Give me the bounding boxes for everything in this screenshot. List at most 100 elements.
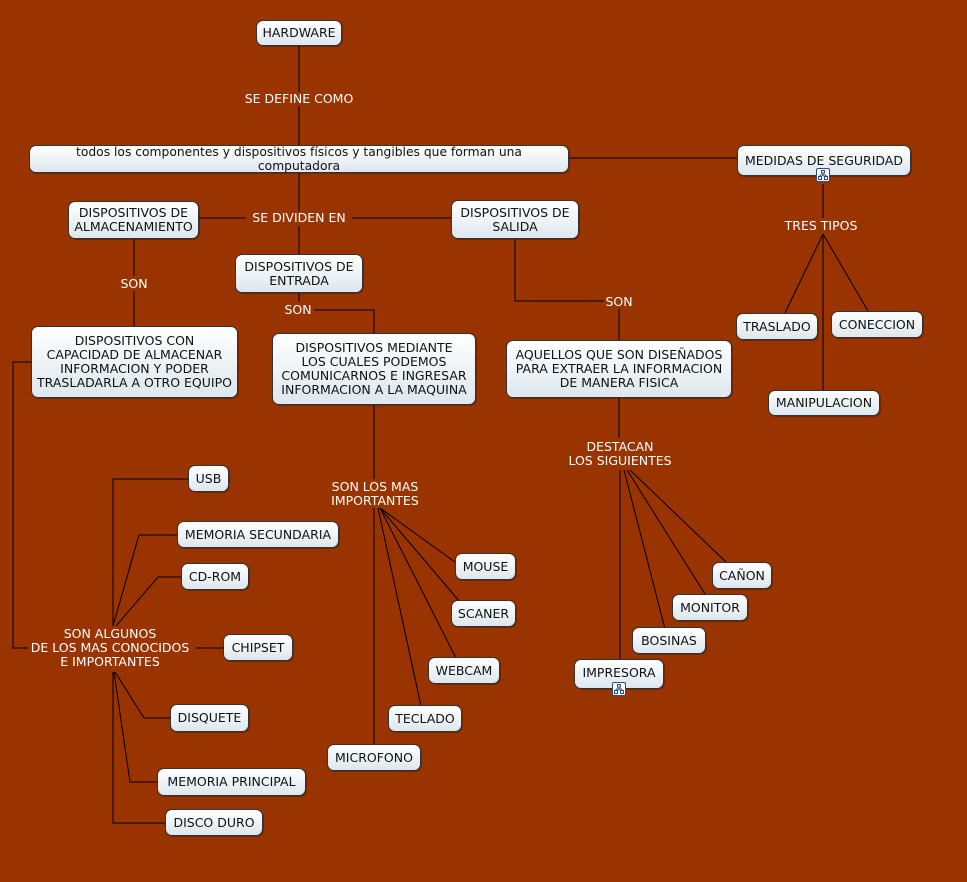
node-chipset[interactable]: CHIPSET	[223, 634, 293, 661]
node-memoria-principal-text: MEMORIA PRINCIPAL	[167, 774, 296, 789]
node-memoria-secundaria-text: MEMORIA SECUNDARIA	[184, 526, 332, 542]
node-impresora[interactable]: IMPRESORA	[574, 659, 664, 689]
node-almacenamiento-line: DISPOSITIVOS DE	[78, 205, 189, 220]
link-salida-son	[514, 239, 604, 302]
concept-map-icon[interactable]	[816, 168, 830, 182]
node-memoria-secundaria[interactable]: MEMORIA SECUNDARIA	[177, 521, 339, 548]
node-manipulacion[interactable]: MANIPULACION	[768, 390, 880, 416]
label-son-algunos-line: E IMPORTANTES	[60, 654, 160, 669]
label-destacan-line: LOS SIGUIENTES	[568, 453, 672, 468]
node-coneccion-text: CONECCION	[838, 316, 916, 332]
link-usb	[112, 478, 188, 626]
link-webcam	[379, 507, 457, 659]
link-scaner	[379, 507, 461, 603]
concept-map-icon-glyph	[818, 170, 828, 180]
label-son-salida: SON	[605, 294, 633, 309]
node-entrada-desc-line: COMUNICARNOS E INGRESAR	[281, 368, 467, 383]
link-monitor	[626, 469, 706, 595]
node-microfono[interactable]: MICROFONO	[327, 744, 421, 771]
node-definicion-text: todos los componentes y dispositivos fís…	[76, 145, 522, 173]
node-manipulacion-text: MANIPULACION	[775, 395, 873, 410]
node-mouse-text: MOUSE	[462, 558, 509, 574]
node-coneccion[interactable]: CONECCION	[831, 311, 923, 338]
node-bosinas-text: BOSINAS	[641, 632, 697, 648]
link-traslado	[784, 233, 824, 314]
link-coneccion	[822, 233, 869, 312]
label-son-almacenamiento: SON	[120, 276, 148, 291]
node-entrada-desc-line: LOS CUALES PODEMOS	[301, 354, 447, 369]
label-se-define-como: SE DEFINE COMO	[244, 91, 354, 106]
link-disco	[112, 672, 165, 824]
node-salida-desc-line: AQUELLOS QUE SON DISEÑADOS	[515, 347, 723, 362]
node-disquete[interactable]: DISQUETE	[170, 704, 249, 732]
label-tres-tipos: TRES TIPOS	[784, 218, 858, 233]
node-almac-desc-line: CAPACIDAD DE ALMACENAR	[46, 347, 223, 362]
label-son-entrada: SON	[284, 302, 312, 317]
link-mouse	[379, 507, 456, 563]
node-teclado[interactable]: TECLADO	[388, 705, 462, 732]
node-scaner[interactable]: SCANER	[451, 600, 516, 627]
node-memoria-principal[interactable]: MEMORIA PRINCIPAL	[157, 768, 306, 796]
node-traslado[interactable]: TRASLADO	[736, 313, 818, 340]
node-bosinas[interactable]: BOSINAS	[632, 627, 706, 654]
node-teclado-text: TECLADO	[395, 710, 455, 726]
node-entrada-line: DISPOSITIVOS DE	[244, 258, 354, 274]
node-traslado-text: TRASLADO	[743, 318, 811, 334]
label-son-los-mas-line: SON LOS MAS	[331, 479, 419, 494]
node-usb[interactable]: USB	[188, 465, 229, 492]
node-monitor[interactable]: MONITOR	[672, 594, 748, 621]
node-hardware[interactable]: HARDWARE	[256, 20, 342, 46]
label-son-algunos-line: SON ALGUNOS	[63, 626, 157, 641]
node-scaner-text: SCANER	[457, 605, 510, 621]
link-canon	[629, 469, 728, 564]
node-definicion[interactable]: todos los componentes y dispositivos fís…	[29, 145, 569, 173]
node-almac-desc-line: DISPOSITIVOS CON	[74, 333, 195, 348]
node-usb-text: USB	[195, 470, 222, 486]
node-microfono-text: MICROFONO	[335, 749, 413, 765]
link-mempri	[113, 671, 157, 783]
node-monitor-text: MONITOR	[680, 599, 740, 615]
node-entrada-desc-line: DISPOSITIVOS MEDIANTE	[295, 340, 453, 355]
node-almac-desc-line: TRASLADARLA A OTRO EQUIPO	[37, 375, 232, 390]
node-disco-duro-text: DISCO DURO	[173, 814, 255, 830]
node-canon[interactable]: CAÑON	[712, 562, 772, 589]
node-seguridad-text: MEDIDAS DE SEGURIDAD	[745, 152, 903, 168]
label-son-algunos-line: DE LOS MAS CONOCIDOS	[30, 640, 190, 655]
node-almacenamiento-line: ALMACENAMIENTO	[74, 219, 193, 234]
node-webcam[interactable]: WEBCAM	[428, 657, 500, 684]
node-salida-desc-line: PARA EXTRAER LA INFORMACION	[515, 361, 723, 376]
node-almac-desc-line: INFORMACION Y PODER	[60, 361, 209, 376]
node-canon-text: CAÑON	[719, 567, 765, 583]
node-disco-duro[interactable]: DISCO DURO	[165, 809, 263, 836]
link-almac-algunos	[12, 361, 31, 649]
node-disquete-text: DISQUETE	[177, 710, 242, 725]
node-salida-line: DISPOSITIVOS DE	[460, 204, 570, 220]
link-disquete	[114, 671, 170, 719]
label-destacan-line: DESTACAN	[586, 439, 654, 454]
link-teclado	[377, 507, 422, 707]
node-salida-line: SALIDA	[492, 218, 538, 234]
link-memsec	[112, 534, 177, 627]
node-cdrom-text: CD-ROM	[188, 568, 242, 584]
node-mouse[interactable]: MOUSE	[455, 553, 516, 580]
link-bosinas	[623, 469, 666, 630]
node-entrada-desc-line: INFORMACION A LA MAQUINA	[281, 382, 467, 397]
label-se-dividen-en: SE DIVIDEN EN	[252, 210, 346, 225]
link-entrada-desc	[314, 309, 375, 333]
concept-map-icon[interactable]	[612, 682, 626, 696]
node-salida-desc-line: DE MANERA FISICA	[559, 375, 679, 390]
label-son-los-mas-line: IMPORTANTES	[331, 493, 419, 508]
node-cdrom[interactable]: CD-ROM	[181, 563, 249, 590]
node-impresora-text: IMPRESORA	[582, 665, 656, 680]
